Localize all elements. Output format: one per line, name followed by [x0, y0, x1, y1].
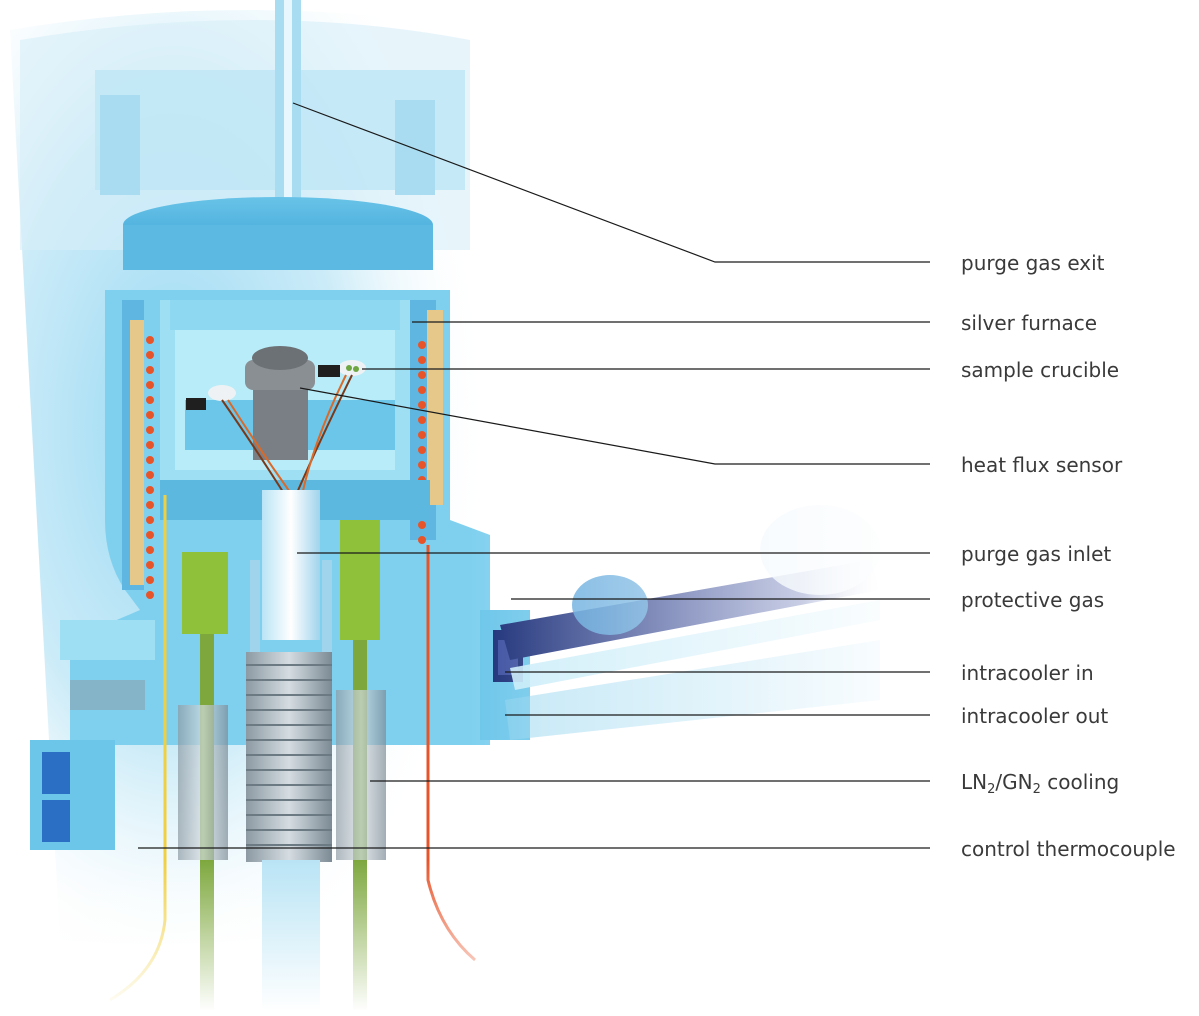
- bellows-center: [246, 652, 332, 862]
- label-cooling-ln: LN: [961, 770, 988, 794]
- label-sample-crucible: sample crucible: [961, 358, 1120, 382]
- label-purge-gas-exit: purge gas exit: [961, 251, 1105, 275]
- label-cooling-sub1: 2: [987, 782, 996, 797]
- label-protective-gas: protective gas: [961, 588, 1105, 612]
- label-cooling-sub2: 2: [1032, 782, 1041, 797]
- leader-lines: [138, 102, 930, 849]
- label-silver-furnace: silver furnace: [961, 311, 1098, 335]
- label-intracooler-in: intracooler in: [961, 661, 1094, 685]
- label-intracooler-out: intracooler out: [961, 704, 1109, 728]
- label-cooling-tail: cooling: [1040, 770, 1120, 794]
- label-purge-gas-inlet: purge gas inlet: [961, 542, 1112, 566]
- label-control-thermocouple: control thermocouple: [961, 837, 1176, 861]
- label-heat-flux-sensor: heat flux sensor: [961, 453, 1123, 477]
- label-cooling: LN2/GN2 cooling: [961, 770, 1120, 797]
- label-cooling-gn: /GN: [995, 770, 1033, 794]
